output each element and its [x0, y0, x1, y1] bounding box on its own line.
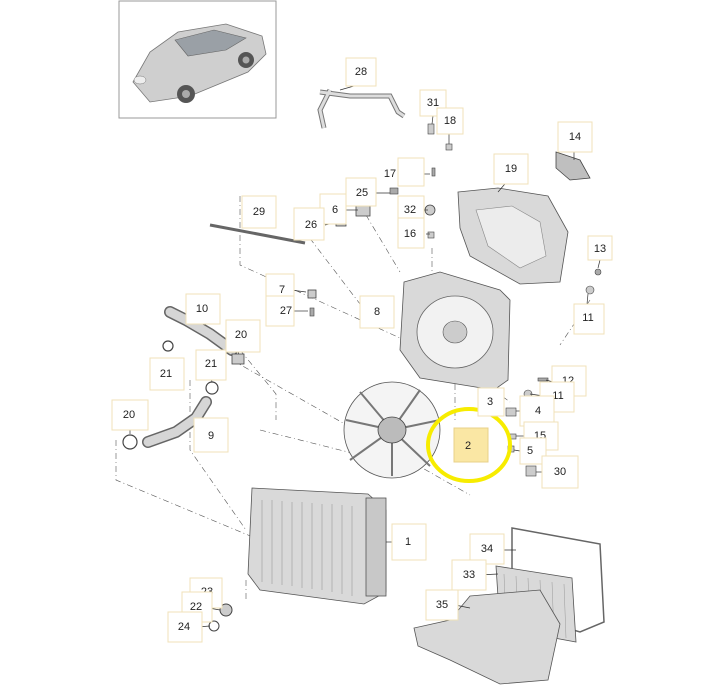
svg-text:13: 13	[594, 243, 606, 255]
air-duct	[413, 589, 561, 685]
callout-22[interactable]: 22	[181, 591, 213, 623]
callout-25[interactable]: 25	[345, 177, 377, 207]
callout-8[interactable]: 8	[359, 295, 395, 329]
callout-27[interactable]: 27	[265, 295, 295, 327]
svg-text:3: 3	[487, 396, 493, 408]
screw	[537, 377, 549, 382]
svg-text:20: 20	[123, 409, 135, 421]
svg-text:1: 1	[405, 536, 411, 548]
svg-text:8: 8	[374, 306, 380, 318]
clip	[525, 465, 537, 477]
svg-text:22: 22	[190, 601, 202, 613]
coolant-pipe	[317, 88, 406, 129]
callout-30[interactable]: 30	[541, 455, 579, 489]
callout-21-left[interactable]: 21	[149, 357, 185, 391]
fan-cowl-upper	[457, 187, 569, 285]
highlight-circle	[426, 407, 512, 483]
svg-text:10: 10	[196, 303, 208, 315]
callout-20-upper[interactable]: 20	[225, 319, 261, 353]
screw	[431, 167, 436, 177]
callout-20-lower[interactable]: 20	[111, 399, 149, 431]
screw	[389, 187, 399, 195]
svg-text:18: 18	[444, 115, 456, 127]
callout-34[interactable]: 34	[469, 533, 505, 565]
svg-text:32: 32	[404, 204, 416, 216]
svg-text:31: 31	[427, 97, 439, 109]
callout-14[interactable]: 14	[557, 121, 593, 153]
callout-2[interactable]: 2	[453, 427, 489, 463]
callout-24[interactable]: 24	[167, 611, 203, 643]
sensor	[427, 123, 435, 135]
callout-1[interactable]: 1	[391, 523, 427, 561]
clip	[445, 143, 453, 151]
svg-text:26: 26	[305, 219, 317, 231]
svg-text:9: 9	[208, 430, 214, 442]
hose-clamp	[205, 381, 219, 395]
svg-text:5: 5	[527, 445, 533, 457]
callout-10[interactable]: 10	[185, 293, 221, 325]
svg-text:29: 29	[253, 206, 265, 218]
svg-text:19: 19	[505, 163, 517, 175]
callout-16[interactable]: 16	[397, 217, 425, 249]
hose-clamp	[162, 340, 174, 352]
callout-29[interactable]: 29	[241, 195, 277, 229]
svg-text:7: 7	[279, 284, 285, 296]
svg-text:16: 16	[404, 228, 416, 240]
svg-text:2: 2	[465, 440, 471, 452]
callout-33[interactable]: 33	[451, 559, 487, 591]
svg-text:35: 35	[436, 599, 448, 611]
fan-shroud	[399, 271, 511, 391]
svg-text:14: 14	[569, 131, 581, 143]
bracket-small	[307, 289, 317, 299]
electric-fan	[343, 381, 441, 479]
assembly-lines	[115, 196, 591, 600]
hose-coupling	[231, 353, 245, 365]
grommet	[585, 285, 595, 295]
callout-17[interactable]: 17	[384, 157, 425, 187]
callout-35[interactable]: 35	[425, 589, 459, 621]
callout-18[interactable]: 18	[436, 107, 464, 135]
callout-3[interactable]: 3	[477, 387, 505, 417]
svg-text:11: 11	[582, 312, 593, 324]
radiator	[247, 487, 387, 605]
svg-text:33: 33	[463, 569, 475, 581]
bracket	[555, 151, 591, 181]
callout-19[interactable]: 19	[493, 153, 529, 185]
svg-text:11: 11	[552, 390, 563, 402]
svg-text:20: 20	[235, 329, 247, 341]
clip	[427, 231, 435, 239]
svg-text:27: 27	[280, 305, 292, 317]
car-thumbnail	[118, 0, 277, 119]
svg-text:17: 17	[384, 168, 396, 180]
svg-text:6: 6	[332, 204, 338, 216]
callout-28[interactable]: 28	[345, 57, 377, 87]
svg-text:24: 24	[178, 621, 190, 633]
svg-text:4: 4	[535, 405, 541, 417]
callout-11-upper[interactable]: 11	[573, 303, 605, 335]
callout-4[interactable]: 4	[519, 395, 555, 427]
svg-text:28: 28	[355, 66, 367, 78]
svg-text:25: 25	[356, 187, 368, 199]
air-guide-rod	[209, 223, 306, 245]
bracket-small	[505, 407, 517, 417]
svg-text:30: 30	[554, 466, 566, 478]
svg-text:34: 34	[481, 543, 493, 555]
callout-13[interactable]: 13	[587, 235, 613, 261]
bolt	[309, 307, 315, 317]
svg-text:21: 21	[205, 358, 217, 370]
nut	[594, 268, 602, 276]
callout-9[interactable]: 9	[193, 417, 229, 453]
hose-clamp	[122, 434, 138, 450]
callout-26[interactable]: 26	[293, 207, 325, 241]
callout-21-right[interactable]: 21	[195, 349, 227, 381]
svg-text:21: 21	[160, 368, 172, 380]
